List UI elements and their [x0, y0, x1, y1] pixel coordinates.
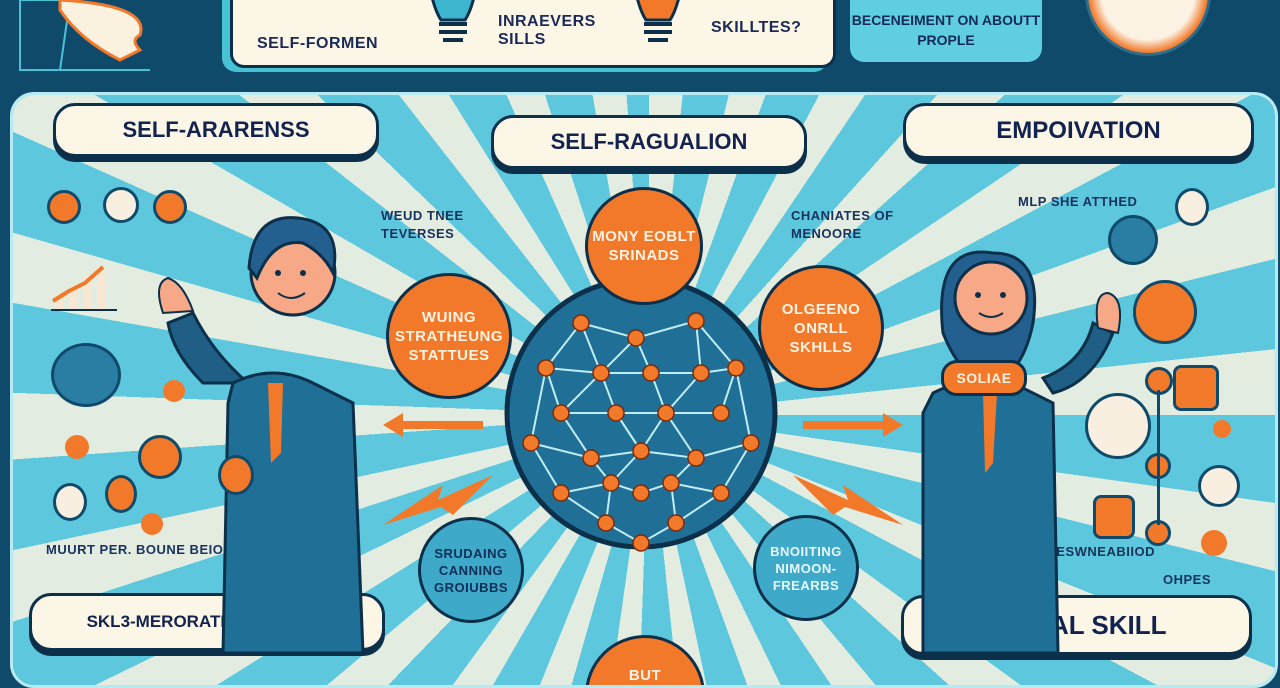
teal-card-text: BECENEIMENT ON ABOUTT PROPLE [851, 12, 1041, 48]
location-pin-icon [103, 187, 139, 223]
arrows-decoration [383, 413, 903, 525]
person-badge-icon [1173, 365, 1219, 411]
bubble-bottom-right: BNOIITING NIMOON- FREARBS [753, 515, 859, 621]
bottom-left-label: MUURT PER. BOUNE BEIOLENE [46, 542, 261, 557]
lightbulb-blue-icon [431, 0, 475, 42]
person-badge-icon [105, 475, 137, 513]
bubble-left-orange: WUING STRATHEUNG STATTUES [386, 273, 512, 399]
bubble-right-orange: OLGEENO ONRLL SKHLLS [758, 265, 884, 391]
woman-figure-icon [921, 250, 1121, 655]
lightbulb-orange-icon [636, 0, 680, 42]
person-badge-icon [47, 190, 81, 224]
bottom-right-label-2: OHPES [1163, 572, 1212, 587]
person-avatar-icon [53, 483, 87, 521]
orange-dot-icon [163, 380, 185, 402]
left-arc-label: WEUD TNEE TEVERSES [381, 208, 464, 241]
section-motivation: EMPOIVATION [903, 103, 1254, 159]
orange-dot-icon [1201, 530, 1227, 556]
top-skills-card: SELF-FORMEN INRAEVERS SILLS SKILLTES? [230, 0, 836, 68]
hand-bubble-icon [1108, 215, 1158, 265]
top-teal-card: BECENEIMENT ON ABOUTT PROPLE [850, 0, 1042, 62]
bubble-center-top: MONY EOBLT SRINADS [585, 187, 703, 305]
person-badge-icon [218, 455, 254, 495]
person-avatar-icon [1175, 188, 1209, 226]
bar-chart-icon [51, 265, 117, 311]
person-badge-icon [1093, 495, 1135, 539]
orange-dot-icon [141, 513, 163, 535]
orange-dot-icon [1213, 420, 1231, 438]
eye-cloud-icon [1085, 393, 1151, 459]
name-tag-badge: SOLIAE [941, 360, 1027, 396]
timeline-line [1157, 390, 1160, 525]
cookie-icon [138, 435, 182, 479]
right-arc-label: CHANIATES OF MENOORE [791, 208, 894, 241]
person-badge-icon [153, 190, 187, 224]
top-card-text-2: INRAEVERS SILLS [498, 13, 596, 48]
main-panel: SELF-ARARENSS SELF-RAGUALION EMPOIVATION… [10, 92, 1278, 688]
network-brain-icon [504, 276, 778, 552]
top-card-text-3: SKILLTES? [711, 19, 802, 36]
section-self-regulation: SELF-RAGUALION [491, 115, 807, 169]
top-card-text-1: SELF-FORMEN [257, 35, 379, 52]
world-map-bubble-icon [51, 343, 121, 407]
bottom-right-label: PIESWNEABIIOD [1043, 544, 1155, 559]
orange-dot-icon [65, 435, 89, 459]
ghost-badge-icon [1198, 465, 1240, 507]
brain-bubble-icon [1133, 280, 1197, 344]
head-profile-icon [19, 0, 150, 71]
section-self-awareness: SELF-ARARENSS [53, 103, 379, 157]
top-right-label: MLP SHE ATTHED [1018, 194, 1138, 209]
man-figure-icon [158, 216, 365, 655]
bubble-bottom-left: SRUDAING CANNING GROIUBBS [418, 517, 524, 623]
